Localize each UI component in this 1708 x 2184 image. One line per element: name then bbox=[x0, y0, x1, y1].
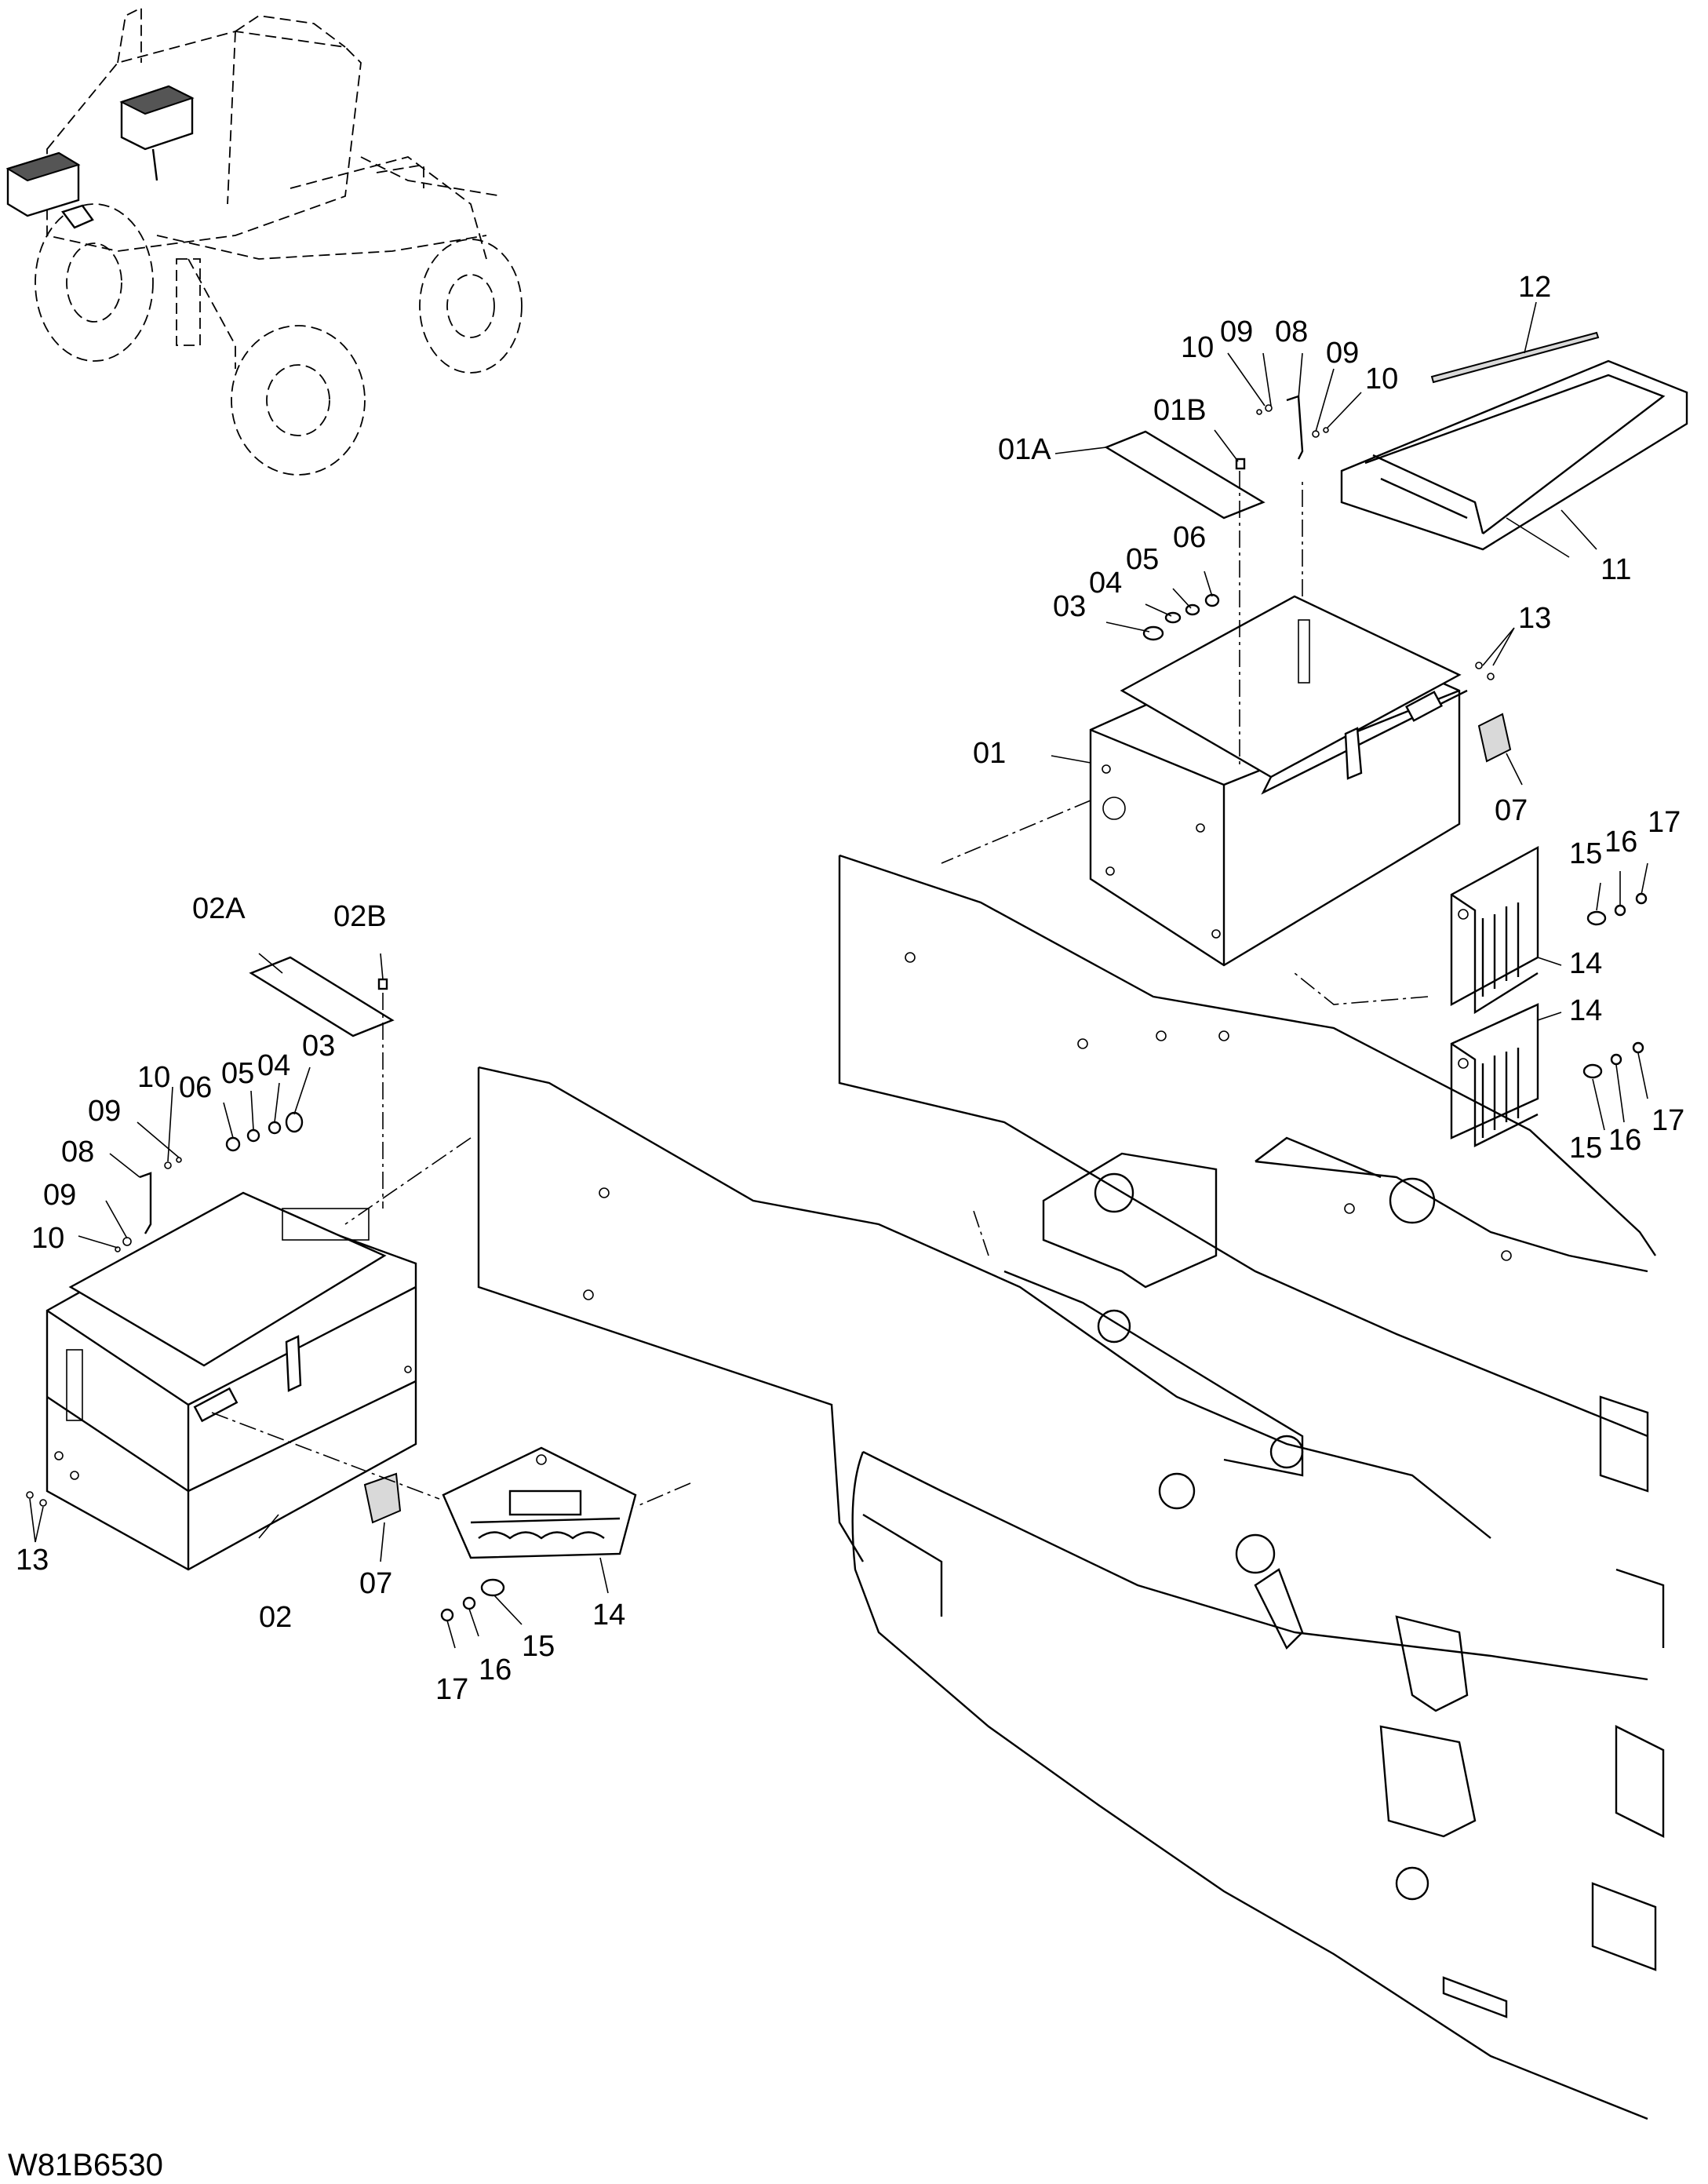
callout-16-upper: 16 bbox=[1604, 826, 1637, 859]
handle-07-lower bbox=[363, 1472, 402, 1524]
machine-overview-inset bbox=[5, 6, 523, 476]
callout-09-lower-a: 09 bbox=[88, 1095, 121, 1128]
step-bracket-14-lower bbox=[1450, 1003, 1539, 1147]
callout-15-middle: 15 bbox=[1569, 1132, 1602, 1165]
cover-plate-02a bbox=[249, 956, 395, 1037]
tray-11 bbox=[1340, 359, 1688, 551]
step-bracket-14-upper bbox=[1450, 845, 1539, 1015]
callout-17-middle: 17 bbox=[1652, 1104, 1684, 1137]
battery-box-02 bbox=[46, 1191, 417, 1571]
hardware-stack-lower bbox=[225, 1111, 304, 1152]
callout-10-lower-a: 10 bbox=[137, 1061, 170, 1094]
callout-02a: 02A bbox=[192, 892, 246, 925]
callout-16-lower: 16 bbox=[479, 1653, 512, 1686]
callout-09-upper-a: 09 bbox=[1220, 315, 1253, 348]
callout-10-upper-a: 10 bbox=[1181, 331, 1214, 364]
callout-14-middle: 14 bbox=[1569, 994, 1602, 1027]
battery-box-01 bbox=[1089, 479, 1468, 967]
callout-17-lower: 17 bbox=[435, 1673, 468, 1706]
callout-02: 02 bbox=[259, 1601, 292, 1634]
callout-10-lower-b: 10 bbox=[31, 1222, 64, 1255]
callout-13-upper: 13 bbox=[1518, 602, 1551, 635]
hardware-stack-upper bbox=[1142, 593, 1220, 641]
callout-10-upper-b: 10 bbox=[1365, 363, 1398, 396]
callout-02b: 02B bbox=[333, 900, 387, 933]
hold-down-rod-upper bbox=[1256, 395, 1329, 460]
callout-14-upper: 14 bbox=[1569, 947, 1602, 980]
callout-12: 12 bbox=[1518, 271, 1551, 304]
handle-07-upper bbox=[1477, 713, 1512, 763]
callout-08-lower: 08 bbox=[61, 1136, 94, 1169]
callout-01a: 01A bbox=[998, 433, 1051, 466]
callout-15-upper: 15 bbox=[1569, 837, 1602, 870]
callout-09-lower-b: 09 bbox=[43, 1179, 76, 1212]
callout-17-upper: 17 bbox=[1648, 806, 1681, 839]
cover-plate-01a bbox=[1104, 430, 1266, 520]
step-14-left bbox=[442, 1446, 637, 1559]
hardware-15-17-right bbox=[1294, 892, 1648, 1079]
bolts-13-upper bbox=[1475, 662, 1495, 680]
callout-13-lower: 13 bbox=[16, 1544, 49, 1577]
callout-08-upper: 08 bbox=[1275, 315, 1308, 348]
callout-03-upper: 03 bbox=[1053, 590, 1086, 623]
callout-14-lower: 14 bbox=[592, 1599, 625, 1632]
callout-04-upper: 04 bbox=[1089, 567, 1122, 600]
callout-05-upper: 05 bbox=[1126, 543, 1159, 576]
leader-lines bbox=[29, 301, 1648, 1649]
callout-06-upper: 06 bbox=[1173, 521, 1206, 554]
callout-05-lower: 05 bbox=[221, 1057, 254, 1090]
callout-03-lower: 03 bbox=[302, 1030, 335, 1063]
bolt-01b bbox=[1235, 458, 1246, 769]
callout-07-lower: 07 bbox=[359, 1567, 392, 1600]
callout-11: 11 bbox=[1601, 553, 1631, 586]
strip-12 bbox=[1430, 331, 1600, 384]
callout-labels: 01 01A 01B 02 02A 02B 03 03 04 04 05 05 … bbox=[16, 271, 1684, 1706]
callout-07-upper: 07 bbox=[1495, 794, 1528, 827]
callout-16-middle: 16 bbox=[1608, 1124, 1641, 1157]
bolts-13-lower bbox=[26, 1491, 47, 1507]
callout-04-lower: 04 bbox=[257, 1049, 290, 1082]
callout-06-lower: 06 bbox=[179, 1071, 212, 1104]
callout-01: 01 bbox=[973, 737, 1006, 770]
hardware-15-17-left bbox=[440, 1578, 505, 1622]
frame-chassis bbox=[211, 800, 1665, 2120]
callout-15-lower: 15 bbox=[522, 1630, 555, 1663]
callout-01b: 01B bbox=[1153, 394, 1207, 427]
callout-09-upper-b: 09 bbox=[1326, 337, 1359, 370]
drawing-code: W81B6530 bbox=[8, 2148, 163, 2182]
